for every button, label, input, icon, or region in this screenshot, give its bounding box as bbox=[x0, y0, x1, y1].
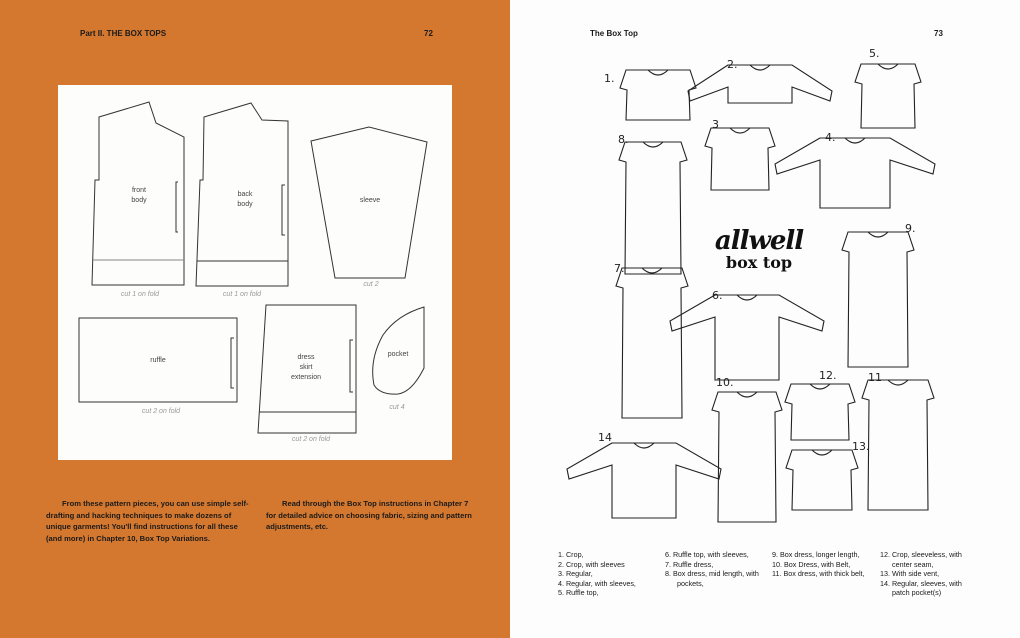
sketch-number: 5. bbox=[869, 47, 880, 60]
garment-sketch-box-dress-with-belt bbox=[711, 391, 783, 523]
pocket-cut-note: cut 4 bbox=[389, 404, 405, 411]
intro-paragraph: From these pattern pieces, you can use s… bbox=[46, 499, 249, 543]
ruffle-cut-note: cut 2 on fold bbox=[141, 408, 181, 415]
garment-sketch-ruffle-top bbox=[854, 63, 922, 129]
sketch-number: 8. bbox=[618, 133, 629, 146]
running-header: Part II. THE BOX TOPS bbox=[80, 29, 167, 38]
legend-column-2: 6. Ruffle top, with sleeves,7. Ruffle dr… bbox=[665, 550, 759, 588]
dress-skirt-extension-cut-note: cut 2 on fold bbox=[291, 436, 331, 443]
right-page: The Box Top 73 bbox=[510, 0, 1020, 638]
sketch-number: 2. bbox=[727, 58, 738, 71]
sketch-number: 1. bbox=[604, 72, 615, 85]
pattern-pieces-diagram bbox=[58, 85, 452, 460]
sleeve-piece bbox=[310, 126, 428, 279]
sketch-number: 10. bbox=[716, 376, 734, 389]
sketch-number: 7. bbox=[614, 262, 625, 275]
pocket-piece bbox=[372, 306, 425, 395]
garment-sketch-ruffle-top-with-sleeves bbox=[669, 294, 825, 381]
sketch-number: 11 bbox=[868, 371, 882, 384]
garment-sketch-box-dress-mid-length bbox=[618, 141, 688, 275]
ruffle-label: ruffle bbox=[150, 357, 166, 364]
back-body-piece bbox=[195, 102, 289, 287]
front-body-piece bbox=[91, 101, 185, 286]
dress-skirt-extension-piece bbox=[257, 304, 357, 434]
garment-sketch-with-side-vent bbox=[785, 449, 859, 511]
legend-column-4: 12. Crop, sleeveless, with center seam,1… bbox=[880, 550, 962, 598]
front-body-cut-note: cut 1 on fold bbox=[120, 291, 160, 298]
instructions-paragraph: Read through the Box Top instructions in… bbox=[266, 499, 472, 531]
garment-sketch-regular-sleeves-patch-pockets bbox=[566, 442, 722, 519]
allwell-logo: allwell box top bbox=[714, 226, 804, 272]
garment-sketch-box-dress-longer-length bbox=[841, 231, 915, 368]
garment-sketch-ruffle-dress bbox=[615, 267, 689, 419]
garment-sketch-regular bbox=[704, 127, 776, 191]
garment-sketch-regular-with-sleeves bbox=[774, 137, 936, 209]
sketch-number: 12. bbox=[819, 369, 837, 382]
garment-sketch-box-dress-with-thick-belt bbox=[861, 379, 935, 511]
sleeve-label: sleeve bbox=[359, 197, 381, 204]
back-body-cut-note: cut 1 on fold bbox=[222, 291, 262, 298]
left-page: Part II. THE BOX TOPS 72 From these patt… bbox=[0, 0, 510, 638]
sketch-number: 14 bbox=[598, 431, 612, 444]
running-header: The Box Top bbox=[590, 29, 638, 38]
sketch-number: 13. bbox=[852, 440, 870, 453]
legend-column-3: 9. Box dress, longer length,10. Box Dres… bbox=[772, 550, 865, 579]
garment-sketch-crop bbox=[619, 69, 697, 121]
garment-sketch-crop-with-sleeves bbox=[687, 64, 833, 104]
sketch-number: 9. bbox=[905, 222, 916, 235]
sketch-number: 3 bbox=[712, 118, 719, 131]
sketch-number: 6. bbox=[712, 289, 723, 302]
pocket-label: pocket bbox=[387, 351, 409, 358]
sketch-number: 4. bbox=[825, 131, 836, 144]
page-number: 72 bbox=[424, 29, 433, 38]
garment-sketch-crop-sleeveless-center-seam bbox=[784, 383, 856, 441]
sleeve-cut-note: cut 2 bbox=[363, 281, 379, 288]
ruffle-piece bbox=[78, 317, 238, 403]
page-number: 73 bbox=[934, 29, 943, 38]
